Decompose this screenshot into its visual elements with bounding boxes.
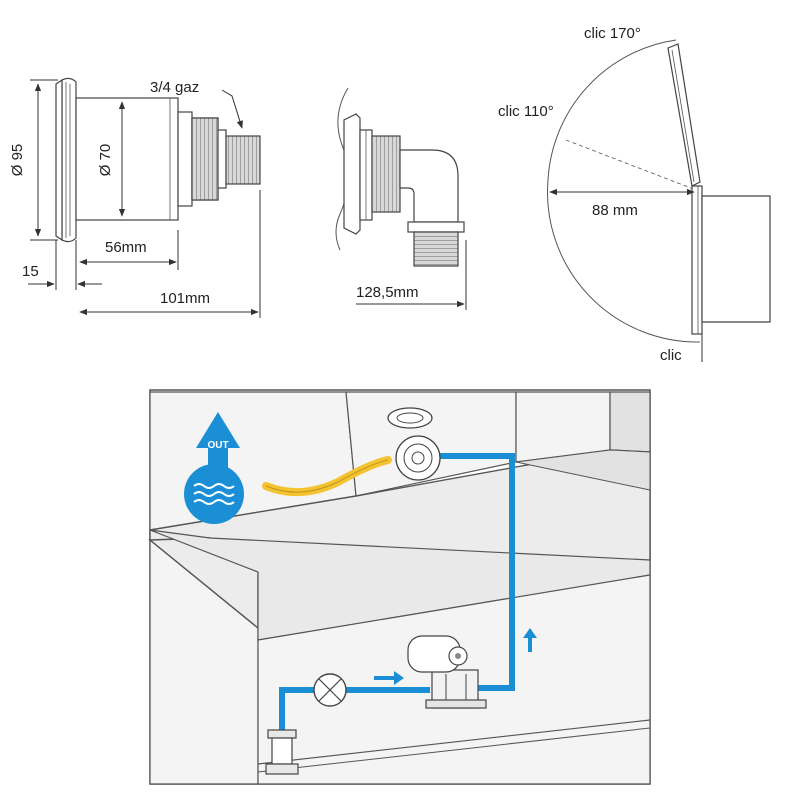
label-out: OUT [207,440,228,451]
through-hull-icon [265,729,299,775]
dim-thread: 3/4 gaz [150,79,243,129]
dim-101mm: 101mm [79,190,261,318]
label-dia95: Ø 95 [9,144,26,177]
label-101mm: 101mm [160,290,210,307]
dim-diameter-95: Ø 95 [9,79,58,241]
lid-opening-view: 88 mm clic 170° clic 110° clic [498,25,771,364]
deck-outlet-icon [387,407,441,481]
valve-icon [313,673,347,707]
dim-15: 15 [22,240,102,290]
label-dia70: Ø 70 [97,144,114,177]
flow-arrow-icon [374,628,537,685]
dim-diameter-70: Ø 70 [97,101,126,217]
installation-scene: OUT [148,389,651,785]
side-view-fitting [55,77,261,243]
label-15: 15 [22,263,39,280]
label-clic: clic [660,347,682,364]
water-out-icon: OUT [184,412,244,524]
pump-icon [407,635,487,709]
dim-56mm: 56mm [79,230,179,270]
label-thread: 3/4 gaz [150,79,199,96]
label-56mm: 56mm [105,239,147,256]
label-clic170: clic 170° [584,25,641,42]
elbow-fitting-view: 128,5mm [335,87,467,310]
label-88mm: 88 mm [592,202,638,219]
label-128mm: 128,5mm [356,284,419,301]
label-clic110: clic 110° [498,103,554,120]
